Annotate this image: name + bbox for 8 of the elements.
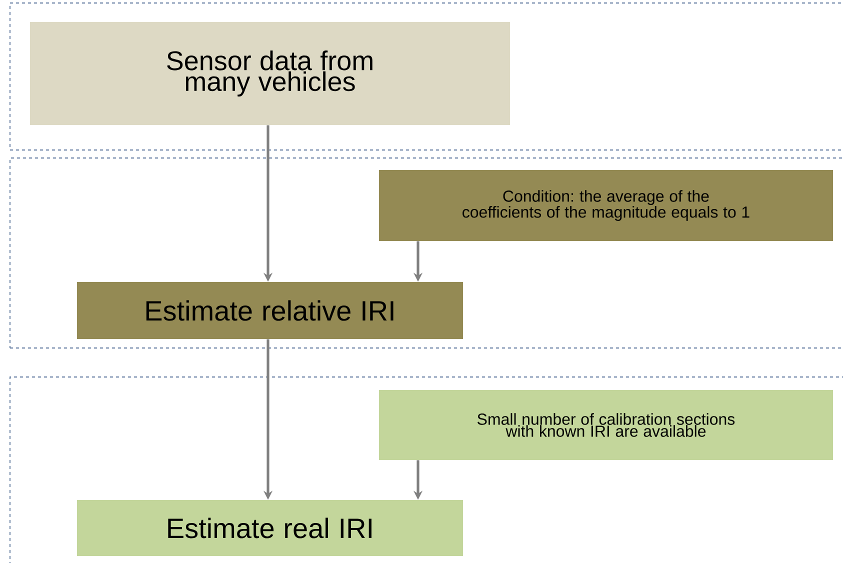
process-box: Sensor data from many vehicles [30, 22, 510, 125]
process-box: Estimate relative IRI [77, 282, 463, 339]
dashed-band [10, 376, 843, 563]
condition-box: Condition: the average of the coefficients of the magnitude equals to 1 [379, 170, 833, 241]
condition-box: Small number of calibration sections with known IRI are available [379, 390, 833, 460]
dashed-band [10, 158, 843, 348]
process-box: Estimate real IRI [77, 500, 463, 556]
dashed-band [10, 2, 843, 150]
